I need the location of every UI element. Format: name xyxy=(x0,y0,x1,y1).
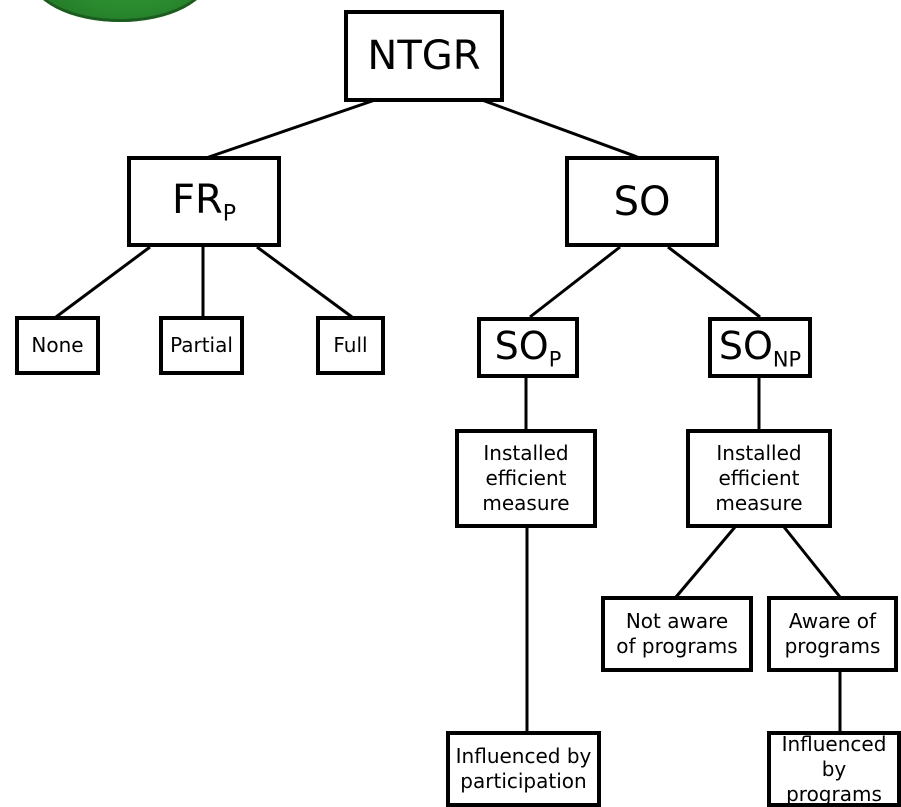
node-sonp-aware: Aware of programs xyxy=(767,596,898,672)
node-fr-none: None xyxy=(15,316,100,375)
node-sop: SOP xyxy=(477,317,579,378)
node-so: SO xyxy=(565,156,719,247)
edge-sonp-aware xyxy=(782,526,842,598)
edge-sonp-notaware xyxy=(674,526,737,598)
node-ntgr: NTGR xyxy=(344,10,504,102)
node-sonp-installed: Installed efficient measure xyxy=(686,429,832,528)
node-sop-installed-text: Installed efficient measure xyxy=(482,441,570,515)
node-sonp-influenced-text: Influenced by programs xyxy=(781,731,887,806)
edge-fr-full xyxy=(256,245,353,319)
node-sonp-installed-text: Installed efficient measure xyxy=(715,441,803,515)
edge-root-fr xyxy=(205,98,376,160)
node-fr-none-label: None xyxy=(31,333,84,357)
node-fr-full: Full xyxy=(316,316,385,375)
edge-fr-none xyxy=(55,245,151,319)
node-sonp-not-aware: Not aware of programs xyxy=(601,596,753,672)
node-fr-label: FRP xyxy=(171,176,237,227)
node-sonp-influenced: Influenced by programs xyxy=(767,731,901,807)
node-sop-influenced: Influenced by participation xyxy=(446,731,601,807)
node-sop-influenced-text: Influenced by participation xyxy=(455,744,592,793)
node-fr-full-label: Full xyxy=(333,333,368,357)
node-sonp-label: SONP xyxy=(718,323,802,372)
node-ntgr-label: NTGR xyxy=(367,33,481,79)
edge-so-sop xyxy=(529,245,621,319)
node-sonp-not-aware-text: Not aware of programs xyxy=(616,609,738,658)
node-sop-installed: Installed efficient measure xyxy=(455,429,597,528)
node-fr-partial: Partial xyxy=(159,316,244,375)
node-sonp-aware-text: Aware of programs xyxy=(784,609,881,658)
node-so-label: SO xyxy=(613,178,671,225)
node-sonp: SONP xyxy=(708,317,812,378)
node-fr: FRP xyxy=(127,156,281,247)
edge-root-so xyxy=(481,98,641,160)
edge-so-sonp xyxy=(667,245,761,319)
node-fr-partial-label: Partial xyxy=(170,333,233,357)
node-sop-label: SOP xyxy=(494,323,562,372)
